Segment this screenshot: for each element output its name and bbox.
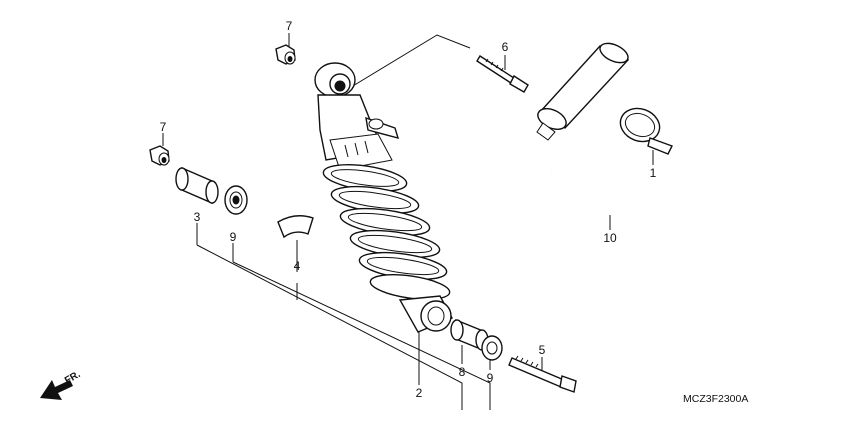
collar-part <box>175 166 219 205</box>
callout-8: 8 <box>459 365 466 379</box>
lower-bolt-part <box>508 355 577 393</box>
front-marker-label: FR. <box>63 369 83 387</box>
callout-3: 3 <box>194 210 201 224</box>
callout-1: 1 <box>650 166 657 180</box>
callout-5: 5 <box>539 343 546 357</box>
reservoir-part <box>399 42 630 160</box>
callout-7-left: 7 <box>160 120 167 134</box>
callout-4: 4 <box>294 259 301 273</box>
callout-7-top: 7 <box>286 19 293 33</box>
callout-2: 2 <box>416 386 423 400</box>
cap-nut-left-part <box>149 145 170 166</box>
spring-coils <box>322 164 451 300</box>
front-direction-marker: FR. <box>40 369 83 400</box>
cap-nut-top-part <box>275 44 296 65</box>
bearing-lower-seal-part <box>481 335 503 361</box>
bearing-left-part <box>224 185 248 215</box>
callout-labels: 6 7 7 3 9 4 2 1 10 5 8 9 <box>160 19 657 400</box>
top-bolt-part <box>476 55 529 93</box>
hose-band-part <box>551 156 631 212</box>
callout-9-lower: 9 <box>487 371 494 385</box>
callout-10: 10 <box>603 231 617 245</box>
callout-6: 6 <box>502 40 509 54</box>
dust-seal-part <box>277 215 314 239</box>
leader-lines <box>162 33 654 410</box>
callout-9-left: 9 <box>230 230 237 244</box>
shock-absorber-part <box>314 62 453 333</box>
band-clamp-part <box>619 107 673 155</box>
diagram-code: MCZ3F2300A <box>683 393 748 405</box>
